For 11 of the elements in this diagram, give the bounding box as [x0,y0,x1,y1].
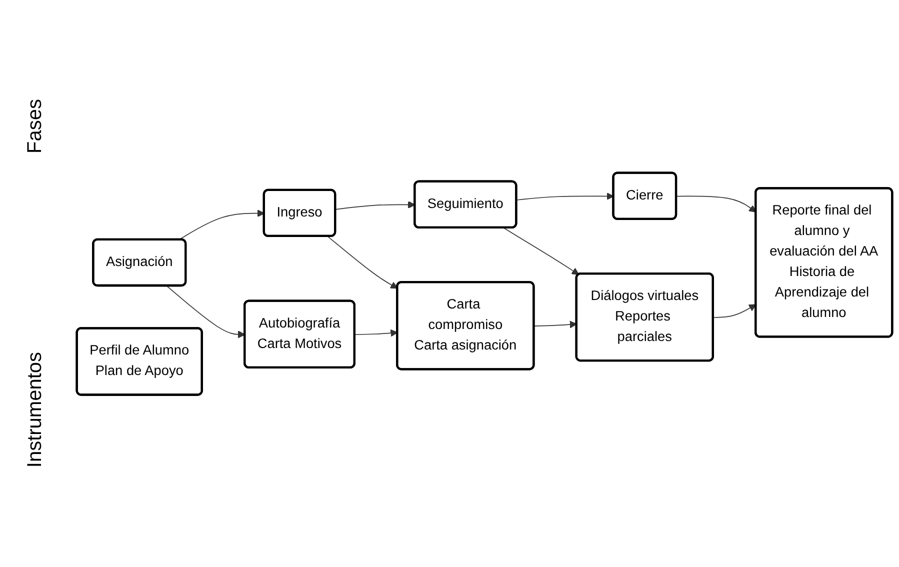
arrow [676,195,756,212]
arrow [354,329,398,336]
arrow [166,285,246,338]
row-label: Fases [24,99,46,154]
row-label: Instrumentos [24,352,46,468]
arrow [335,200,416,210]
arrow [503,227,580,275]
arrow [534,320,578,328]
arrow [712,304,756,318]
arrow [516,192,614,200]
arrow [327,236,398,288]
